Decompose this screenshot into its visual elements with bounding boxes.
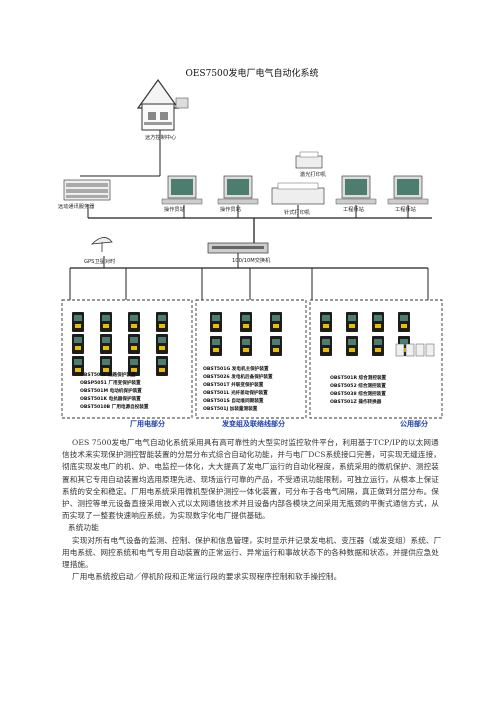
- op-station-label-1: 操作员站: [164, 205, 185, 213]
- relay-unit-icon: [156, 334, 168, 354]
- relay-unit-icon: [210, 336, 222, 356]
- server-icon: [63, 179, 111, 201]
- relay-unit-icon: [240, 312, 252, 332]
- relay-unit-icon: [270, 312, 282, 332]
- printer-icon: [271, 182, 325, 205]
- device-label: OBST5026 发电机后备保护装置: [203, 373, 273, 380]
- relay-unit-icon: [100, 356, 112, 376]
- relay-unit-icon: [128, 334, 140, 354]
- eng-station-label-1: 工程师站: [343, 205, 364, 213]
- network-switch-icon: [207, 242, 269, 254]
- meter-unit-icon: [415, 343, 425, 357]
- device-label: OBST501S 自动准同期装置: [203, 397, 264, 404]
- paragraph: 厂用电系统按启动／停机阶段和正常运行段的要求实现程序控制和软手操控制。: [72, 572, 342, 582]
- paragraph: 实现对所有电气设备的监测、控制、保护和信息管理，实时显示并记录发电机、变压器（或…: [62, 535, 442, 570]
- op-station-label-2: 操作员站: [220, 205, 241, 213]
- device-label: OBSP5051 厂用变保护装置: [80, 379, 141, 386]
- relay-unit-icon: [72, 334, 84, 354]
- relay-unit-icon: [372, 336, 384, 356]
- relay-unit-icon: [320, 312, 332, 332]
- workstation-icon: [161, 175, 203, 205]
- section-heading: 系统功能: [68, 523, 99, 533]
- device-label: OBST5052 综合测控装置: [330, 382, 386, 389]
- device-label: OBST501T 并联变保护装置: [203, 381, 264, 388]
- relay-unit-icon: [128, 356, 140, 376]
- control-center-label: 远方控制中心: [145, 133, 176, 141]
- relay-unit-icon: [156, 356, 168, 376]
- relay-unit-icon: [72, 312, 84, 332]
- meter-unit-icon: [405, 343, 415, 357]
- relay-unit-icon: [240, 336, 252, 356]
- relay-unit-icon: [100, 334, 112, 354]
- relay-unit-icon: [210, 312, 222, 332]
- device-label: OBST5038 综合测控装置: [330, 390, 386, 397]
- panel-label: 厂用电部分: [130, 419, 165, 428]
- device-label: OBST501L 线路保护装置: [80, 371, 136, 378]
- relay-unit-icon: [270, 336, 282, 356]
- remote-server-label: 远动通讯服务器: [58, 202, 95, 210]
- body-text: OES 7500发电厂电气自动化系统采用具有高可靠性的大型实时监控软件平台，利用…: [62, 437, 442, 583]
- device-label: OBST501L 光纤差动保护装置: [203, 389, 268, 396]
- device-label: OBST501K 电抗器保护装置: [80, 395, 141, 402]
- meter-unit-icon: [425, 343, 435, 357]
- eng-station-label-2: 工程师站: [395, 205, 416, 213]
- page-title: OES7500发电厂电气自动化系统: [185, 69, 319, 79]
- relay-unit-icon: [100, 312, 112, 332]
- meter-unit-icon: [395, 343, 405, 357]
- system-architecture-diagram: 远方控制中心 远动通讯服务器 操作员站 操作员站 激光打印机 针式打印机 工程师: [58, 78, 443, 428]
- workstation-icon: [387, 175, 429, 205]
- device-label: OBST501R 综合测控装置: [330, 374, 387, 381]
- laser-printer-label: 激光打印机: [300, 170, 327, 178]
- device-label: OBST5010B 厂用电源自投装置: [80, 403, 149, 410]
- relay-unit-icon: [398, 312, 410, 332]
- device-label: OBST501M 电动机保护装置: [80, 387, 142, 394]
- workstation-icon: [335, 175, 377, 205]
- printer-icon: [295, 151, 323, 169]
- device-label: OBST501G 发电机主保护装置: [203, 365, 269, 372]
- relay-unit-icon: [346, 312, 358, 332]
- workstation-icon: [217, 175, 259, 205]
- device-label: OBST501J 加装量测装置: [203, 405, 258, 412]
- relay-unit-icon: [72, 356, 84, 376]
- gps-label: GPS卫星对时: [84, 257, 115, 265]
- building-icon: [136, 78, 189, 131]
- device-label: OBST501Z 操作转换器: [330, 398, 382, 405]
- relay-unit-icon: [320, 336, 332, 356]
- switch-label: 100/10M交换机: [232, 256, 271, 264]
- relay-unit-icon: [372, 312, 384, 332]
- panel-frame-2: [195, 299, 307, 419]
- panel-frame-3: [309, 299, 443, 419]
- dot-printer-label: 针式打印机: [284, 208, 311, 216]
- satellite-dish-icon: [90, 237, 113, 252]
- paragraph: OES 7500发电厂电气自动化系统采用具有高可靠性的大型实时监控软件平台，利用…: [62, 438, 442, 521]
- relay-unit-icon: [156, 312, 168, 332]
- relay-unit-icon: [128, 312, 140, 332]
- panel-label: 发变组及联络线部分: [221, 419, 285, 428]
- panel-label: 公用部分: [400, 419, 428, 428]
- panel-frame-1: [61, 299, 193, 419]
- relay-unit-icon: [346, 336, 358, 356]
